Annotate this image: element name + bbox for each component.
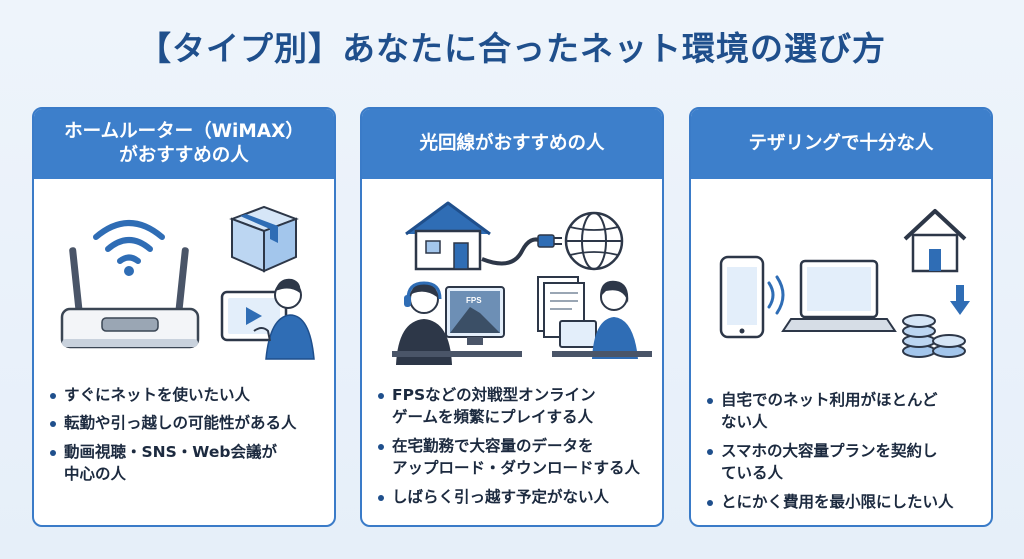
coins-down-icon [902, 285, 970, 358]
home-router-illustration [60, 205, 315, 360]
list-item-text: ている人 [721, 464, 784, 483]
list-item: 在宅勤務で大容量のデータを アップロード・ダウンロードする人 [376, 435, 654, 480]
card-header-line: テザリングで十分な人 [748, 132, 934, 154]
tethering-illustration [719, 209, 970, 358]
list-item-text: とにかく費用を最小限にしたい人 [721, 492, 954, 511]
list-item-text: ない人 [721, 413, 768, 432]
list-item-text: 転勤や引っ越しの可能性がある人 [64, 414, 297, 433]
bullet-list: すぐにネットを使いたい人 転勤や引っ越しの可能性がある人 動画視聴・SNS・We… [48, 384, 326, 492]
card-header: 光回線がおすすめの人 [362, 109, 662, 179]
remote-worker-icon [537, 276, 652, 359]
list-item: FPSなどの対戦型オンライン ゲームを頻繁にプレイする人 [376, 384, 654, 429]
video-tablet-user-icon [220, 278, 315, 360]
page-title: 【タイプ別】あなたに合ったネット環境の選び方 [138, 29, 886, 68]
list-item-text: 自宅でのネット利用がほとんど [721, 391, 938, 409]
fps-screen-label: FPS [466, 296, 482, 305]
list-item-text: しばらく引っ越す予定がない人 [392, 487, 610, 506]
list-item-text: ゲームを頻繁にプレイする人 [392, 408, 594, 427]
package-box-icon [229, 205, 299, 273]
list-item-text: 中心の人 [64, 465, 127, 484]
list-item: スマホの大容量プランを契約し ている人 [705, 440, 983, 485]
smartphone-icon [719, 255, 785, 339]
card-header-line: 光回線がおすすめの人 [419, 132, 605, 154]
list-item-text: FPSなどの対戦型オンライン [392, 386, 596, 404]
card-header: テザリングで十分な人 [691, 109, 991, 179]
wifi-router-icon [60, 220, 200, 349]
cable-plug-icon [481, 234, 562, 266]
list-item: 動画視聴・SNS・Web会議が 中心の人 [48, 441, 326, 486]
bullet-list: 自宅でのネット利用がほとんど ない人 スマホの大容量プランを契約し ている人 と… [705, 389, 983, 519]
card-tethering: テザリングで十分な人 [689, 107, 993, 527]
card-home-router: ホームルーター（WiMAX） がおすすめの人 [32, 107, 336, 527]
list-item-text: 動画視聴・SNS・Web会議が [64, 442, 277, 461]
card-header-line: ホームルーター（WiMAX） [64, 120, 304, 142]
list-item-text: すぐにネットを使いたい人 [64, 386, 251, 404]
laptop-icon [781, 259, 897, 332]
list-item-text: 在宅勤務で大容量のデータを [392, 436, 594, 455]
house-icon [405, 201, 491, 271]
list-item-text: アップロード・ダウンロードする人 [392, 459, 641, 478]
fiber-illustration: FPS [392, 201, 652, 365]
card-fiber-optic: 光回線がおすすめの人 FPS [360, 107, 664, 527]
list-item: 転勤や引っ越しの可能性がある人 [48, 412, 326, 434]
fps-gamer-icon: FPS [392, 281, 522, 365]
list-item-text: スマホの大容量プランを契約し [721, 441, 938, 460]
house-icon [903, 209, 967, 273]
card-header-line: がおすすめの人 [119, 145, 249, 166]
list-item: すぐにネットを使いたい人 [48, 384, 326, 406]
list-item: とにかく費用を最小限にしたい人 [705, 491, 983, 513]
globe-icon [564, 211, 624, 271]
list-item: 自宅でのネット利用がほとんど ない人 [705, 389, 983, 434]
card-header: ホームルーター（WiMAX） がおすすめの人 [34, 109, 334, 179]
list-item: しばらく引っ越す予定がない人 [376, 486, 654, 508]
bullet-list: FPSなどの対戦型オンライン ゲームを頻繁にプレイする人 在宅勤務で大容量のデー… [376, 384, 654, 514]
